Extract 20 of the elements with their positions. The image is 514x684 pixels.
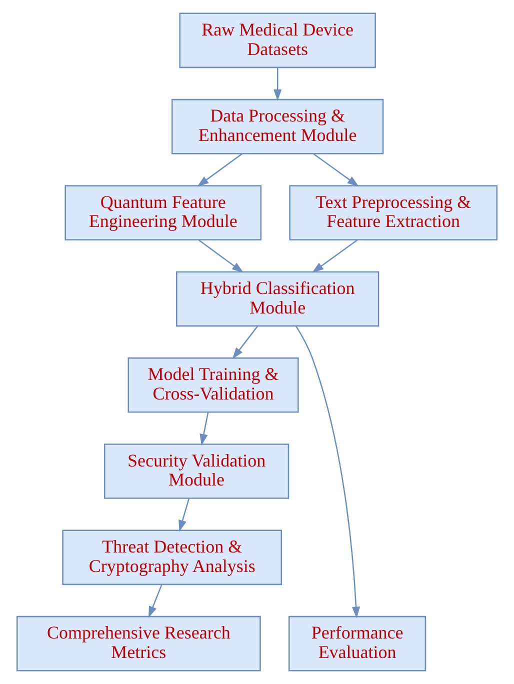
node-box: Raw Medical Device Datasets (179, 12, 376, 68)
node-box: Threat Detection & Cryptography Analysis (62, 530, 282, 586)
node-box: Hybrid Classification Module (176, 271, 380, 327)
node-box: Model Training & Cross-Validation (128, 357, 299, 413)
arrow (178, 498, 190, 532)
arrow (274, 68, 282, 101)
arrow (197, 153, 242, 187)
node-box: Comprehensive Research Metrics (16, 616, 261, 672)
arrow (313, 153, 359, 187)
arrow (312, 240, 358, 273)
node-box: Text Preprocessing & Feature Extraction (289, 185, 498, 240)
arrow (198, 240, 244, 273)
arrow (148, 584, 162, 618)
node-box: Performance Evaluation (288, 616, 426, 672)
arrow (232, 326, 258, 360)
node-box: Security Validation Module (104, 444, 290, 499)
node-box: Data Processing & Enhancement Module (171, 98, 384, 154)
node-box: Quantum Feature Engineering Module (64, 185, 262, 240)
arrow (200, 412, 209, 446)
arrow (296, 326, 360, 618)
